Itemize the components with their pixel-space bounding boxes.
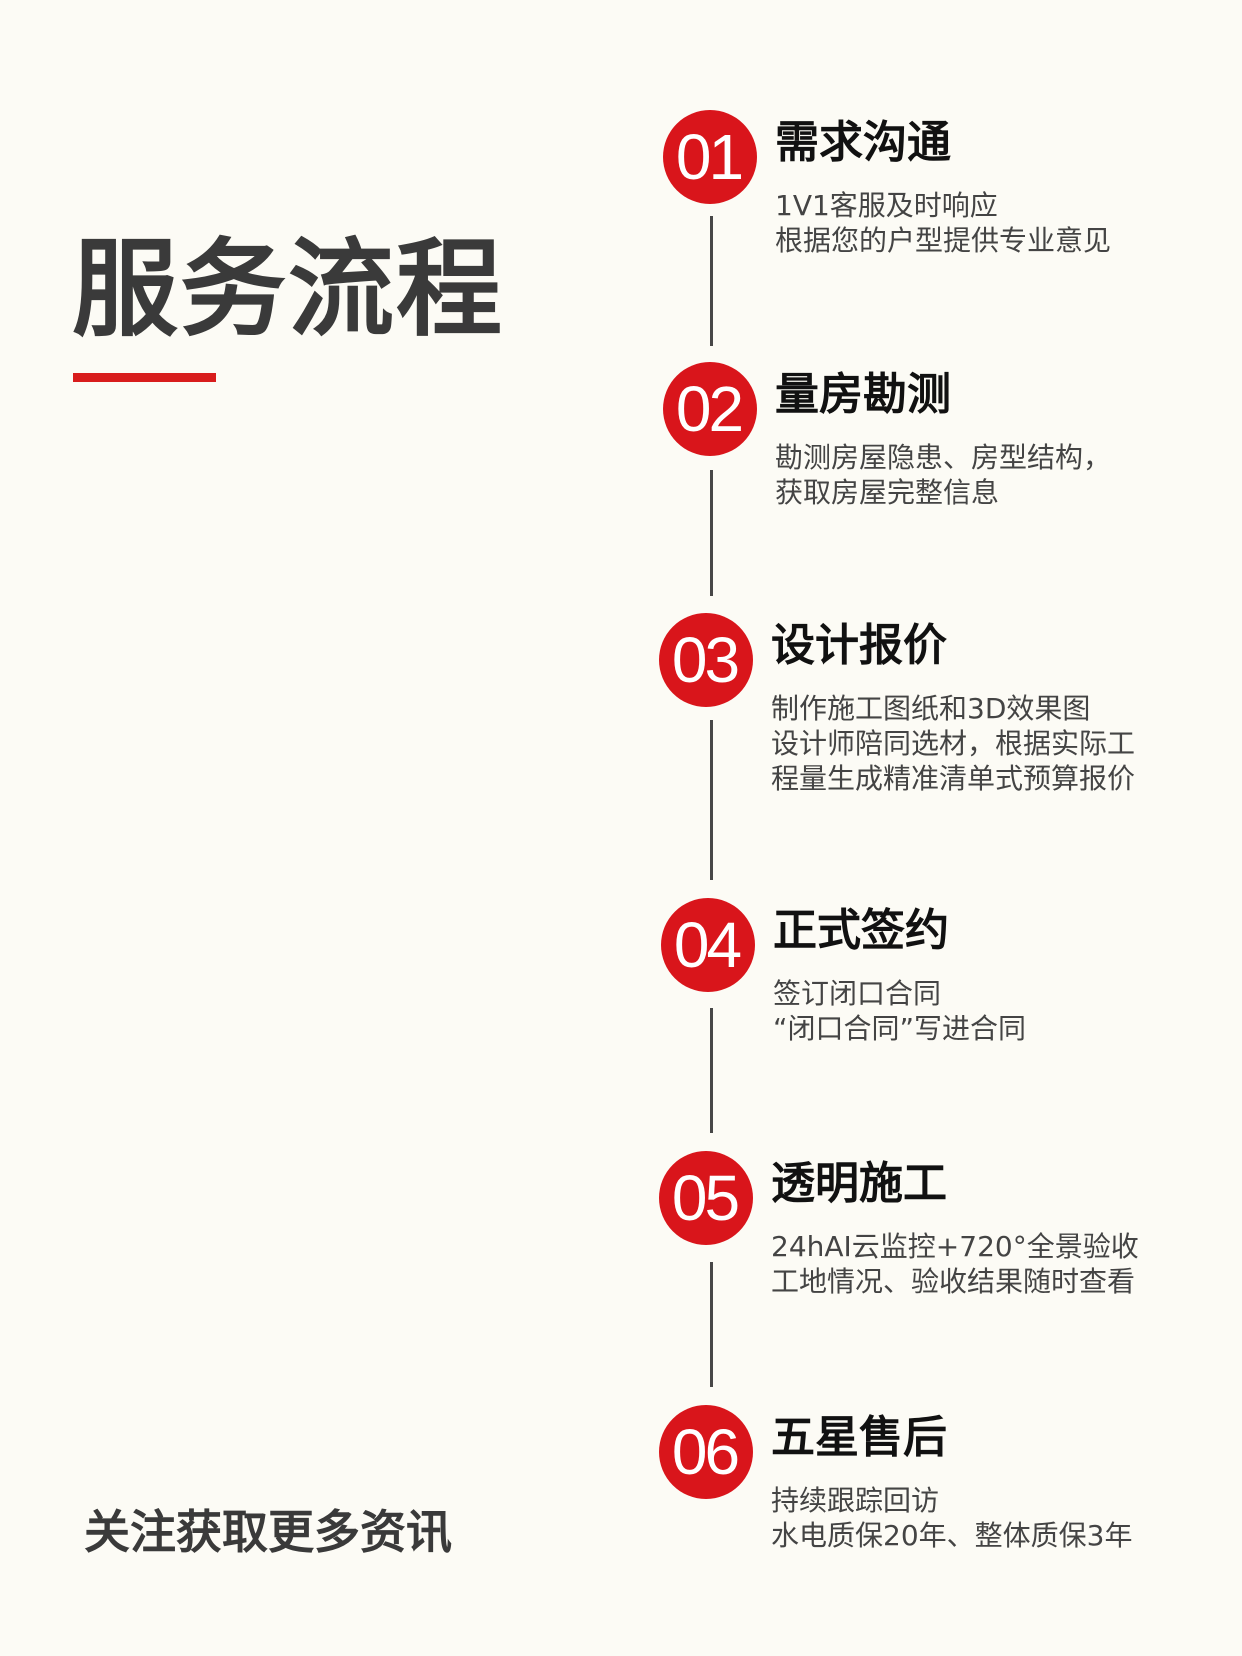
step-description-line: 签订闭口合同 (773, 977, 942, 1010)
timeline-connector (710, 216, 713, 346)
step-title: 需求沟通 (775, 117, 951, 168)
step-title: 透明施工 (771, 1158, 947, 1209)
step-description: 签订闭口合同 “闭口合同”写进合同 (773, 976, 1178, 1046)
step-title: 五星售后 (771, 1412, 947, 1463)
step-description-line: 程量生成精准清单式预算报价 (771, 762, 1136, 795)
step-description-line: 工地情况、验收结果随时查看 (771, 1265, 1136, 1298)
step-number-badge: 06 (659, 1405, 753, 1499)
title-underline (73, 373, 216, 382)
timeline-connector (710, 1008, 713, 1133)
step-description: 1V1客服及时响应 根据您的户型提供专业意见 (775, 188, 1180, 258)
page-title: 服务流程 (72, 228, 504, 351)
step-description: 24hAI云监控+720°全景验收 工地情况、验收结果随时查看 (771, 1229, 1176, 1299)
step-title: 正式签约 (773, 905, 949, 956)
timeline-connector (710, 1262, 713, 1387)
step-number-badge: 02 (663, 362, 757, 456)
step-description-line: 水电质保20年、整体质保3年 (771, 1519, 1133, 1552)
step-description-line: 1V1客服及时响应 (775, 189, 998, 222)
step-number-badge: 03 (659, 613, 753, 707)
step-title: 设计报价 (771, 620, 947, 671)
step-number-badge: 04 (661, 898, 755, 992)
step-description: 勘测房屋隐患、房型结构， 获取房屋完整信息 (775, 440, 1180, 510)
step-description: 制作施工图纸和3D效果图 设计师陪同选材，根据实际工 程量生成精准清单式预算报价 (771, 691, 1176, 796)
step-description-line: 持续跟踪回访 (771, 1484, 940, 1517)
step-description-line: 根据您的户型提供专业意见 (775, 224, 1112, 257)
step-description-line: 24hAI云监控+720°全景验收 (771, 1230, 1139, 1263)
step-description-line: 勘测房屋隐患、房型结构， (775, 441, 1112, 474)
timeline-connector (710, 470, 713, 596)
step-number-badge: 05 (659, 1151, 753, 1245)
timeline-connector (710, 720, 713, 880)
step-description-line: 获取房屋完整信息 (775, 476, 1000, 509)
step-description-line: “闭口合同”写进合同 (773, 1012, 1027, 1045)
step-number-badge: 01 (663, 110, 757, 204)
step-description-line: 设计师陪同选材，根据实际工 (771, 727, 1136, 760)
step-description: 持续跟踪回访 水电质保20年、整体质保3年 (771, 1483, 1176, 1553)
step-description-line: 制作施工图纸和3D效果图 (771, 692, 1091, 725)
step-title: 量房勘测 (775, 369, 951, 420)
footer-follow-text: 关注获取更多资讯 (84, 1505, 452, 1559)
